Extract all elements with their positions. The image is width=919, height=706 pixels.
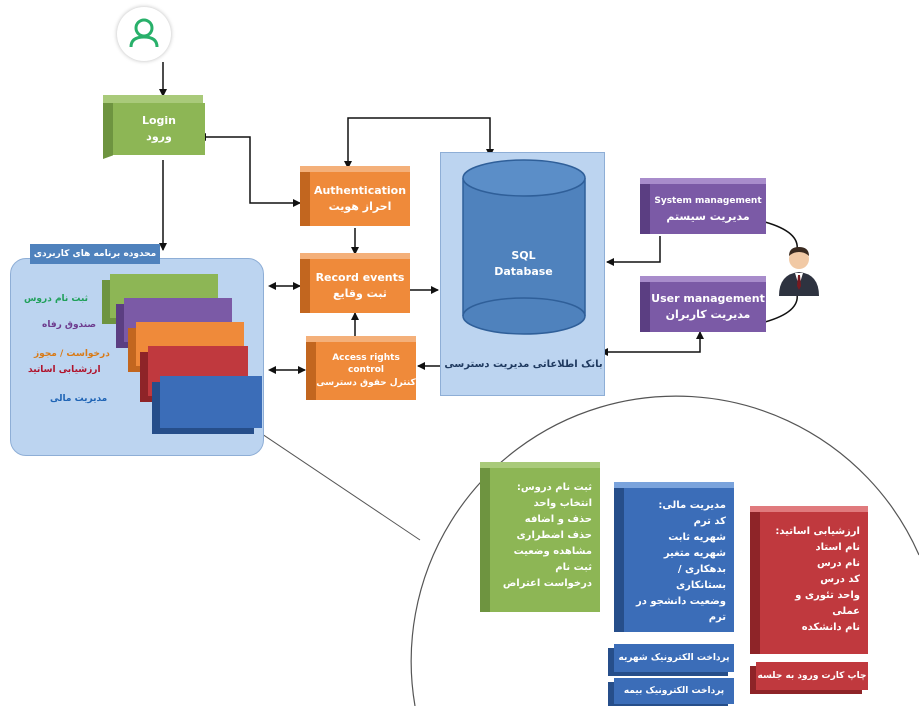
database-label-line1: SQL (511, 249, 536, 262)
app-label-evaluation: ارزشیابی اساتید (28, 365, 101, 375)
access-rights-label-en2: control (348, 365, 384, 375)
database-caption: بانک اطلاعاتی مدیریت دسترسی (444, 359, 603, 370)
zoom-finance-item: شهریه ثابت (668, 532, 726, 543)
access-rights-box[interactable]: Access rights control کنترل حقوق دسترسی (306, 336, 416, 400)
user-management-label-en: User management (651, 292, 765, 305)
record-events-box[interactable]: Record events ثبت وقایع (300, 253, 410, 313)
access-rights-label-fa: کنترل حقوق دسترسی (316, 378, 416, 388)
zoom-evaluation-item: نام دانشکده (801, 622, 860, 633)
login-label-en: Login (141, 114, 177, 127)
zoom-evaluation-item: واحد تئوری و عملی (795, 590, 860, 617)
arrow-db-usermgmt (600, 331, 704, 356)
zoom-registration-item: مشاهده وضعیت ثبت نام (513, 546, 592, 573)
user-management-label-fa: مدیریت کاربران (665, 308, 751, 321)
user-management-box[interactable]: User management مدیریت کاربران (640, 276, 766, 332)
arrow-login-auth (198, 133, 301, 207)
database-cylinder-icon (462, 159, 586, 335)
zoom-circle (410, 395, 919, 706)
zoom-finance-item: کد ترم (693, 516, 726, 527)
zoom-finance-title: مدیریت مالی: (658, 500, 726, 511)
zoom-registration-item: درخواست اعتراض (502, 578, 592, 589)
zoom-finance-item: شهریه متغیر (663, 548, 726, 559)
zoom-finance-sub-tuition: پرداخت الکترونیک شهریه (614, 644, 734, 672)
zoom-evaluation-item: کد درس (820, 574, 860, 585)
zoom-registration-item: حذف اضطراری (516, 530, 592, 541)
database-label-line2: Database (494, 265, 553, 278)
authentication-label-en: Authentication (313, 184, 407, 197)
login-box[interactable]: Login ورود (103, 95, 205, 159)
zoom-evaluation-box: ارزشیابی اساتید: نام استاد نام درس کد در… (750, 506, 868, 654)
zoom-evaluation-sub-card: چاپ کارت ورود به جلسه (756, 662, 868, 690)
zoom-evaluation-item: نام درس (816, 558, 860, 569)
zoom-registration-item: انتخاب واحد (533, 498, 592, 509)
authentication-box[interactable]: Authentication احراز هویت (300, 166, 410, 226)
zoom-finance-box: مدیریت مالی: کد ترم شهریه ثابت شهریه متغ… (614, 482, 734, 632)
database-panel: SQL Database بانک اطلاعاتی مدیریت دسترسی (440, 152, 605, 396)
system-management-label-en: System management (654, 196, 762, 206)
zoom-finance-item: بدهکاری /بستانکاری (675, 564, 726, 591)
system-management-box[interactable]: System management مدیریت سیستم (640, 178, 766, 234)
zoom-finance-item: وضعیت دانشجو در ترم (635, 596, 726, 623)
login-label-fa: ورود (146, 130, 172, 143)
zoom-registration-item: حذف و اضافه (524, 514, 592, 525)
zoom-evaluation-title: ارزشیابی اساتید: (775, 526, 860, 537)
record-events-label-fa: ثبت وقایع (333, 287, 387, 300)
admin-user-curve (764, 293, 798, 323)
app-label-welfare: صندوق رفاه (42, 320, 97, 330)
app-scope-title: محدوده برنامه های کاربردی (30, 244, 160, 264)
admin-sys-curve (764, 221, 798, 251)
arrow-db-auth (344, 117, 494, 169)
zoom-registration-title: ثبت نام دروس: (516, 482, 592, 493)
app-label-registration: ثبت نام دروس (24, 294, 89, 304)
admin-user-icon (775, 244, 823, 296)
zoom-registration-box: ثبت نام دروس: انتخاب واحد حذف و اضافه حذ… (480, 462, 600, 612)
system-management-label-fa: مدیریت سیستم (666, 210, 750, 223)
app-label-finance: مدیریت مالی (50, 394, 108, 404)
record-events-label-en: Record events (315, 271, 405, 284)
user-icon (117, 7, 171, 61)
authentication-label-fa: احراز هویت (328, 200, 392, 213)
zoom-finance-sub-insurance: پرداخت الکترونیک بیمه (614, 678, 734, 704)
app-label-request: درخواست / مجوز (34, 349, 110, 359)
app-card-finance[interactable] (160, 376, 262, 428)
access-rights-label-en1: Access rights (332, 353, 400, 363)
zoom-evaluation-item: نام استاد (815, 542, 860, 553)
arrow-sys-db (606, 236, 661, 266)
